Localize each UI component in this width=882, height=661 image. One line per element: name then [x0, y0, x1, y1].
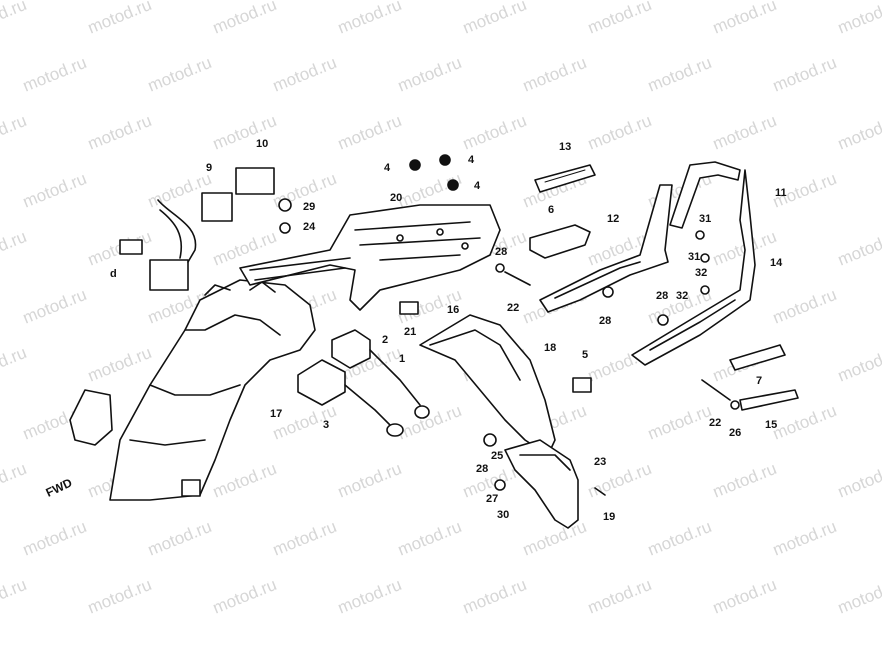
callout-26: 26 — [729, 427, 742, 439]
rear-frame-part — [239, 204, 501, 311]
callout-4b: 4 — [468, 154, 475, 166]
callout-4c: 4 — [474, 180, 481, 192]
callout-6: 6 — [548, 204, 555, 216]
rear-fender-part — [69, 279, 316, 501]
flasher-relay-part — [297, 329, 430, 437]
callout-15: 15 — [765, 419, 778, 431]
callout-11: 11 — [775, 187, 787, 199]
callout-28b: 28 — [656, 290, 669, 302]
relay-module-part — [119, 167, 275, 291]
callout-23: 23 — [594, 456, 607, 468]
grab-rail-right-part — [631, 161, 756, 366]
reflector-part — [729, 344, 786, 371]
callout-31a: 31 — [699, 213, 712, 225]
callout-28c: 28 — [599, 315, 612, 327]
callout-5: 5 — [582, 349, 589, 361]
callout-2: 2 — [382, 334, 389, 346]
callout-4a: 4 — [384, 162, 391, 174]
callout-14: 14 — [770, 257, 783, 269]
callout-9: 9 — [206, 162, 213, 174]
callout-27: 27 — [486, 493, 499, 505]
callout-32a: 32 — [695, 267, 708, 279]
callout-1: 1 — [399, 353, 406, 365]
bracket-part — [529, 224, 591, 259]
callout-13: 13 — [559, 141, 572, 153]
callout-16: 16 — [447, 304, 460, 316]
callout-20: 20 — [390, 192, 403, 204]
callout-10: 10 — [256, 138, 269, 150]
callout-19: 19 — [603, 511, 616, 523]
callout-18: 18 — [544, 342, 557, 354]
bolt-bar-part — [739, 389, 799, 411]
callout-25: 25 — [491, 450, 504, 462]
callout-21: 21 — [404, 326, 417, 338]
callout-22a: 22 — [507, 302, 520, 314]
callout-32b: 32 — [676, 290, 689, 302]
callout-22b: 22 — [709, 417, 722, 429]
callout-24: 24 — [303, 221, 316, 233]
callout-28d: 28 — [476, 463, 489, 475]
callout-12: 12 — [607, 213, 620, 225]
callout-7: 7 — [756, 375, 763, 387]
callout-30: 30 — [497, 509, 510, 521]
callout-31b: 31 — [688, 251, 701, 263]
callout-29: 29 — [303, 201, 316, 213]
callout-d: d — [110, 268, 117, 280]
hardware-part — [278, 154, 740, 496]
side-cover-part — [504, 439, 579, 529]
callout-3: 3 — [323, 419, 330, 431]
callout-28a: 28 — [495, 246, 508, 258]
callout-17: 17 — [270, 408, 283, 420]
reflector-bar-part — [534, 164, 596, 193]
